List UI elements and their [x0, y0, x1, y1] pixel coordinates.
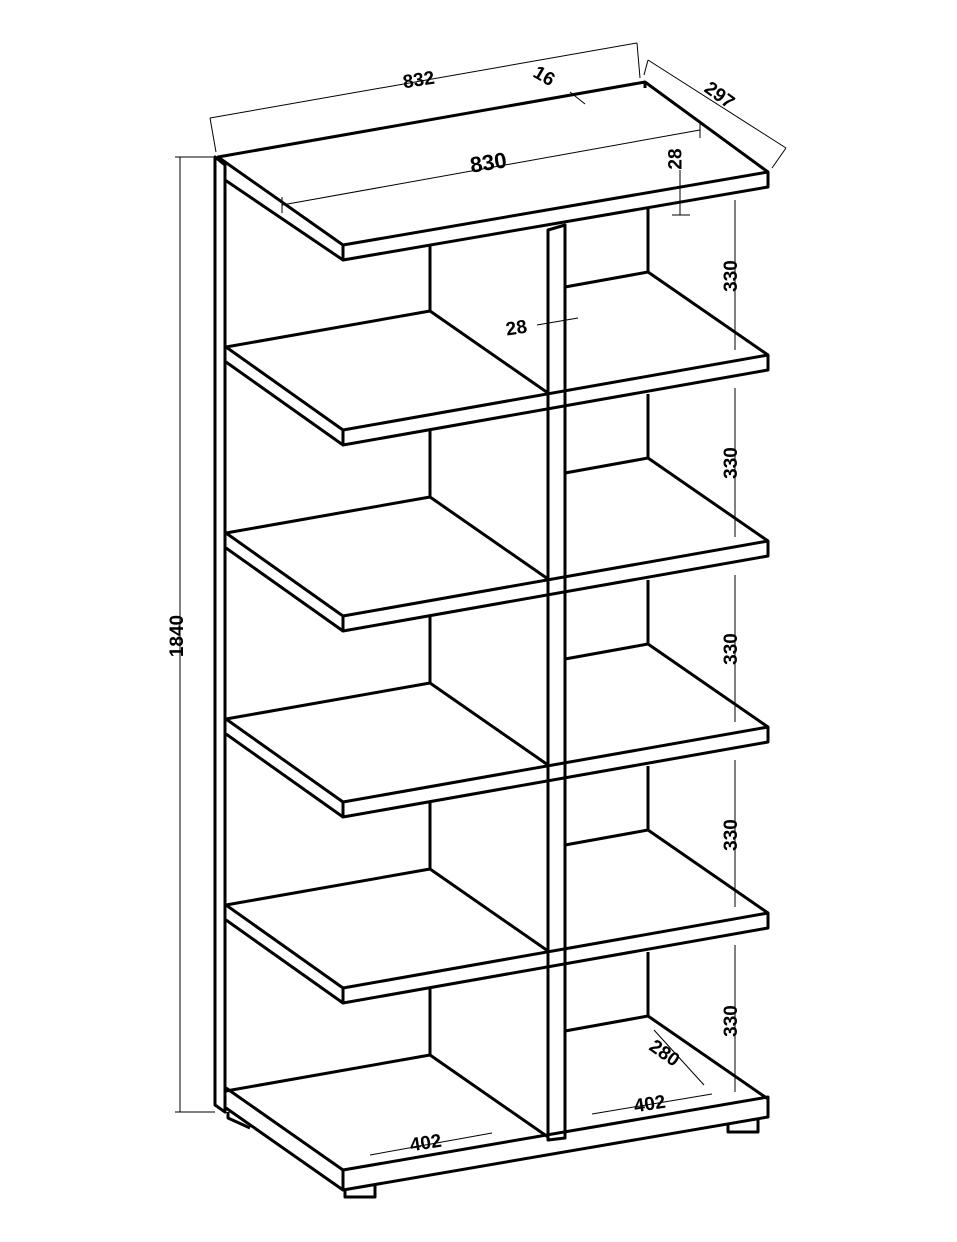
dimension-lines: [175, 42, 787, 1156]
bottom-shelf: [225, 1086, 770, 1192]
shelf-structure: [213, 80, 770, 1199]
label-overall-height: 1840: [167, 614, 189, 658]
shelf-1: [225, 345, 770, 447]
shelf-back-left: [225, 867, 549, 953]
label-shelf-height-2: 330: [720, 447, 742, 479]
shelf-back-left: [225, 495, 549, 581]
label-shelf-height-4: 330: [720, 819, 742, 851]
bottom-back-left: [225, 1053, 549, 1139]
dimension-line: [536, 317, 579, 326]
shelf-back-right: [564, 828, 769, 915]
top-front-edge: [342, 170, 769, 247]
foot: [726, 1119, 760, 1134]
dimension-line: [591, 1093, 713, 1115]
dimension-line: [653, 1029, 705, 1086]
shelf-back-right: [564, 456, 769, 543]
label-top-thickness: 28: [665, 148, 687, 170]
dimension-line: [647, 59, 787, 149]
shelf-back-right: [564, 270, 769, 357]
shelf-back-left: [225, 681, 549, 767]
dimension-line: [643, 59, 649, 76]
side-panel: [213, 155, 227, 1114]
shelf-3: [225, 717, 770, 819]
shelf-back-right: [564, 642, 769, 729]
dimension-line: [771, 147, 787, 169]
shelf-4: [225, 903, 770, 1005]
dimension-line: [209, 117, 217, 153]
dimension-line: [569, 91, 586, 105]
label-shelf-height-5: 330: [720, 1005, 742, 1037]
label-shelf-height-1: 330: [720, 260, 742, 292]
label-divider-thickness: 28: [504, 316, 529, 341]
shelf-2: [225, 531, 770, 633]
dimension-line: [209, 42, 638, 119]
foot: [343, 1185, 377, 1199]
foot: [226, 1112, 251, 1130]
top-underside: [223, 165, 344, 262]
dimension-line: [636, 42, 641, 79]
bottom-back-right: [564, 1014, 769, 1101]
label-shelf-height-3: 330: [720, 633, 742, 665]
dimension-line: [369, 1132, 493, 1156]
shelf-back-left: [225, 309, 549, 395]
center-divider: [546, 223, 567, 1142]
dimension-line: [281, 129, 701, 206]
